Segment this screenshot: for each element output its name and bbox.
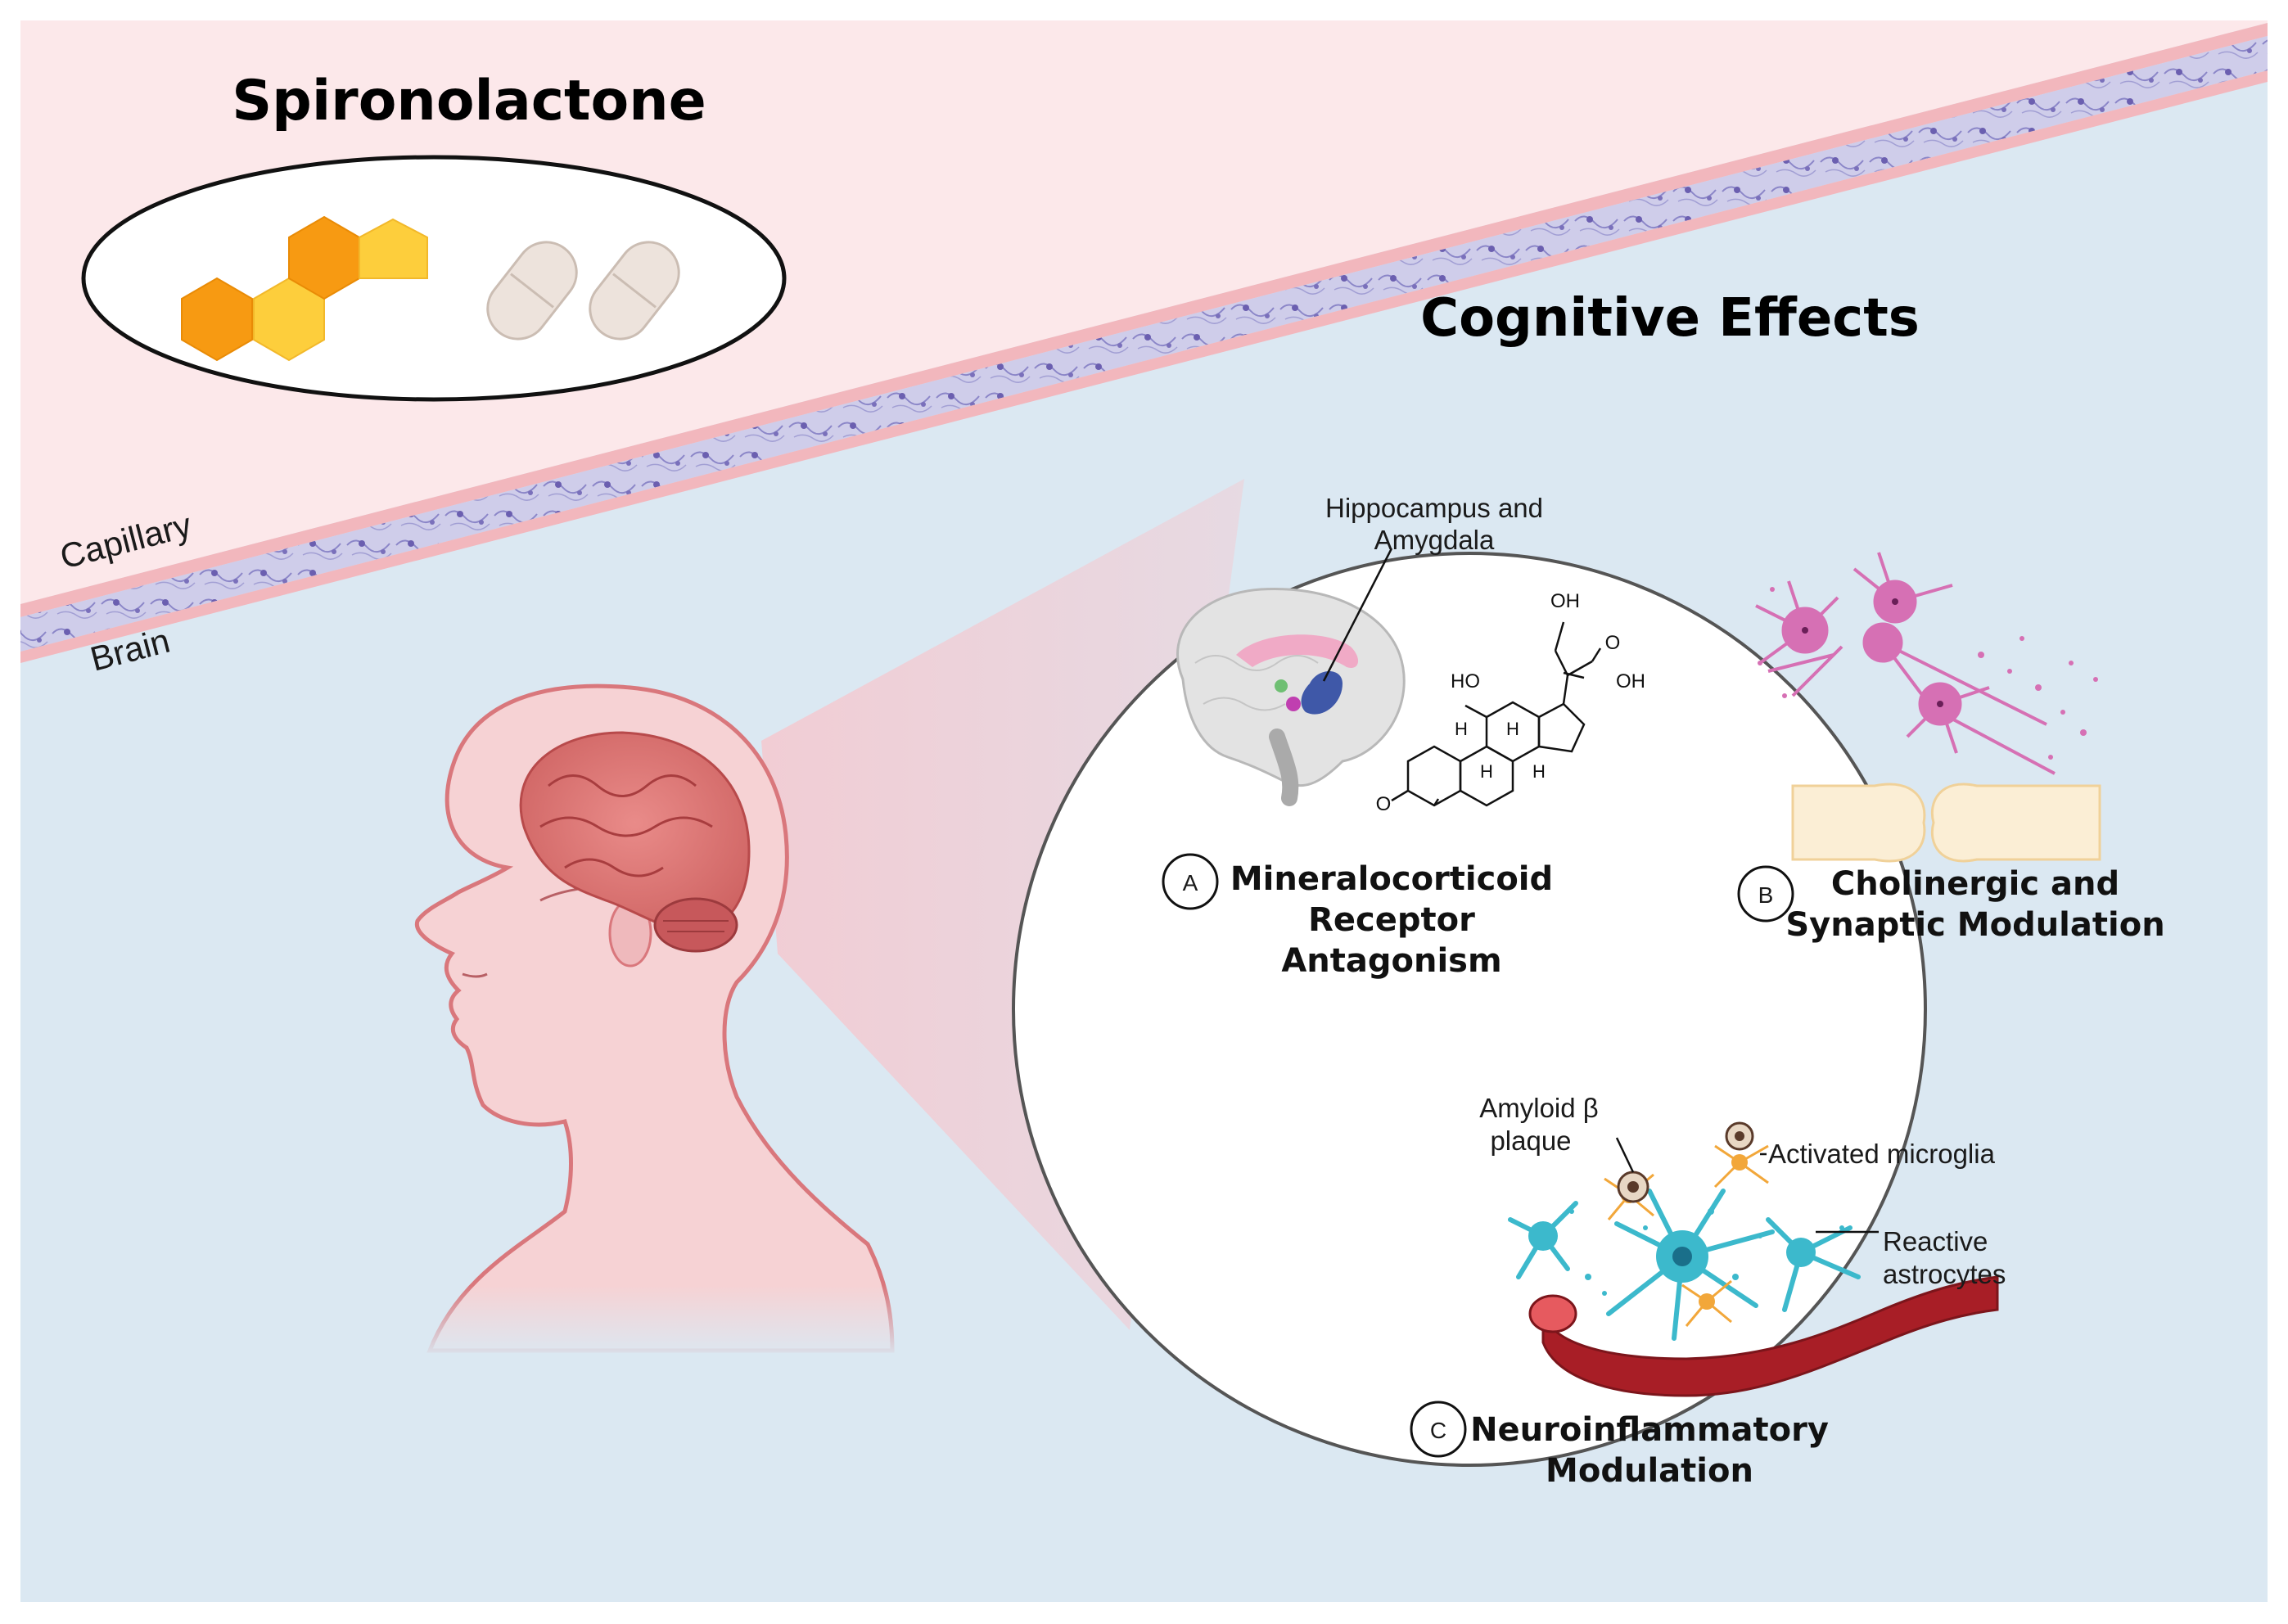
drug-illustration [81, 155, 787, 402]
panel-a-title-line1: Mineralocorticoid [1230, 860, 1553, 898]
amyloid-label-line2: plaque [1490, 1126, 1571, 1156]
hexagon-orange-shape [181, 277, 253, 362]
chem-o-bottom: O [1376, 793, 1392, 815]
pentagon-yellow-shape [359, 218, 428, 279]
panel-b-badge [1737, 865, 1794, 923]
panel-b-title-line2: Synaptic Modulation [1785, 906, 2164, 944]
amyloid-label-line1: Amyloid β [1479, 1093, 1599, 1123]
panel-c-illustration [1508, 1121, 1999, 1397]
effects-title: Cognitive Effects [1420, 288, 1920, 349]
chem-h-2: H [1506, 719, 1519, 739]
cingulate-shape [1236, 634, 1359, 668]
blood-vessel-shape [1541, 1275, 1999, 1397]
steroid-structure [1391, 621, 1602, 807]
chem-h-1: H [1480, 761, 1493, 782]
panel-b-illustration [1755, 552, 2098, 775]
cerebellum-shape [653, 897, 738, 953]
panel-a-illustration [1176, 548, 1406, 806]
blood-region-background [20, 20, 2268, 604]
panel-a-title-line2: Receptor [1308, 901, 1475, 939]
pill-icon [486, 241, 578, 341]
hippocampus-label-line1: Hippocampus and [1325, 493, 1543, 523]
head-illustration [414, 683, 917, 1359]
hippocampus-label-line2: Amygdala [1374, 525, 1495, 555]
panel-b-title-line1: Cholinergic and [1831, 865, 2119, 903]
microglia-label: Activated microglia [1768, 1139, 1996, 1169]
synapse-illustration [1791, 783, 2101, 863]
amygdala-shape [1286, 697, 1301, 711]
chem-h-4: H [1532, 761, 1546, 782]
panel-c-badge [1410, 1401, 1467, 1458]
drug-title: Spironolactone [232, 69, 706, 133]
pill-icon [589, 241, 680, 341]
chem-oh-right: OH [1616, 670, 1645, 692]
panel-c-title-line1: Neuroinflammatory [1470, 1411, 1829, 1449]
chem-h-3: H [1455, 719, 1468, 739]
chem-o-keto: O [1605, 632, 1621, 654]
panel-c-letter: C [1430, 1418, 1446, 1443]
panel-a-title-line3: Antagonism [1281, 942, 1501, 980]
blood-brain-barrier-band [20, 23, 2268, 663]
astrocytes-label-line1: Reactive [1883, 1226, 1988, 1256]
chem-ho-left: HO [1451, 670, 1480, 692]
hippocampus-shape [1301, 671, 1343, 715]
chem-oh-top: OH [1550, 590, 1580, 612]
panel-a-badge [1162, 853, 1219, 910]
astrocytes-label-line2: astrocytes [1883, 1259, 2006, 1289]
panel-a-letter: A [1183, 870, 1198, 895]
panel-b-letter: B [1758, 882, 1774, 908]
panel-c-title-line2: Modulation [1546, 1452, 1753, 1490]
